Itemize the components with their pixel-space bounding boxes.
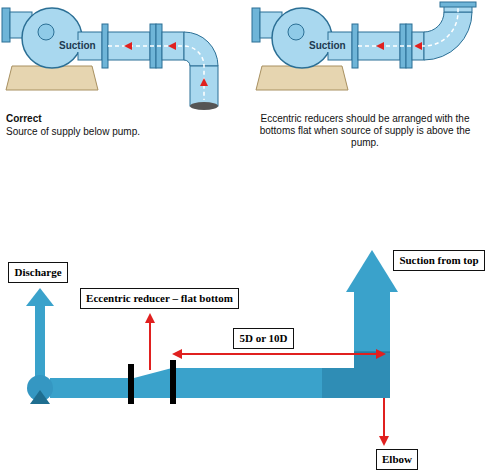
leader-arrowhead [145, 313, 155, 323]
pump-hub [288, 24, 304, 40]
box-label: 5D or 10D [239, 332, 288, 345]
flow-arrow [168, 42, 176, 50]
pump-base [6, 66, 98, 90]
caption-text: Source of supply below pump. [6, 126, 140, 138]
suction-arrow [346, 250, 398, 292]
box-label: Elbow [382, 453, 412, 466]
flange [252, 8, 260, 42]
flow-arrow [414, 42, 422, 50]
pipe-inlet [190, 102, 218, 110]
suction-pipe-small [50, 378, 134, 398]
part-label: Suction [58, 40, 97, 52]
leader-arrowhead [379, 436, 389, 446]
pump-volute [272, 8, 332, 68]
label-box: Elbow [376, 449, 418, 470]
flow-centerline [108, 46, 204, 100]
caption-text: Eccentric reducers should be arranged wi… [256, 113, 474, 149]
flange [2, 8, 10, 42]
pump-foot [30, 390, 50, 404]
pipe-schematic [26, 250, 398, 446]
flange [102, 24, 108, 68]
pipe-elbow [184, 32, 218, 66]
flange [352, 24, 358, 68]
pipe-elbow [322, 352, 390, 398]
suction-pipe-large [172, 368, 322, 398]
eccentric-reducer [134, 368, 172, 398]
box-label: Eccentric reducer – flat bottom [86, 292, 233, 305]
pump-base [256, 66, 348, 90]
pump-volute [22, 8, 82, 68]
label-box: Discharge [8, 262, 68, 283]
box-label: Suction from top [399, 254, 479, 267]
label-box: Eccentric reducer – flat bottom [80, 288, 239, 309]
leader-line [149, 320, 151, 370]
flange [128, 364, 134, 404]
flow-centerline [358, 8, 458, 46]
dimension-arrowhead [172, 349, 182, 359]
flow-arrow [124, 42, 132, 50]
flow-arrow [376, 42, 384, 50]
flow-arrow [200, 78, 208, 86]
discharge-arrow [26, 288, 54, 306]
vertical-pipe [354, 292, 390, 352]
dimension-line [180, 353, 378, 355]
flange [440, 2, 476, 7]
elbow-joint [354, 352, 390, 353]
part-label: Suction [308, 40, 347, 52]
pump-right [252, 2, 476, 90]
label-box: 5D or 10D [233, 328, 294, 349]
flange [170, 360, 176, 404]
discharge-pipe [35, 298, 45, 380]
pump-left [2, 8, 218, 110]
box-label: Discharge [14, 266, 62, 279]
pump-hub [38, 24, 54, 40]
label-box: Suction from top [393, 250, 485, 271]
leader-line [383, 398, 385, 438]
caption-heading: Correct [6, 113, 42, 125]
dimension-arrowhead [376, 349, 386, 359]
